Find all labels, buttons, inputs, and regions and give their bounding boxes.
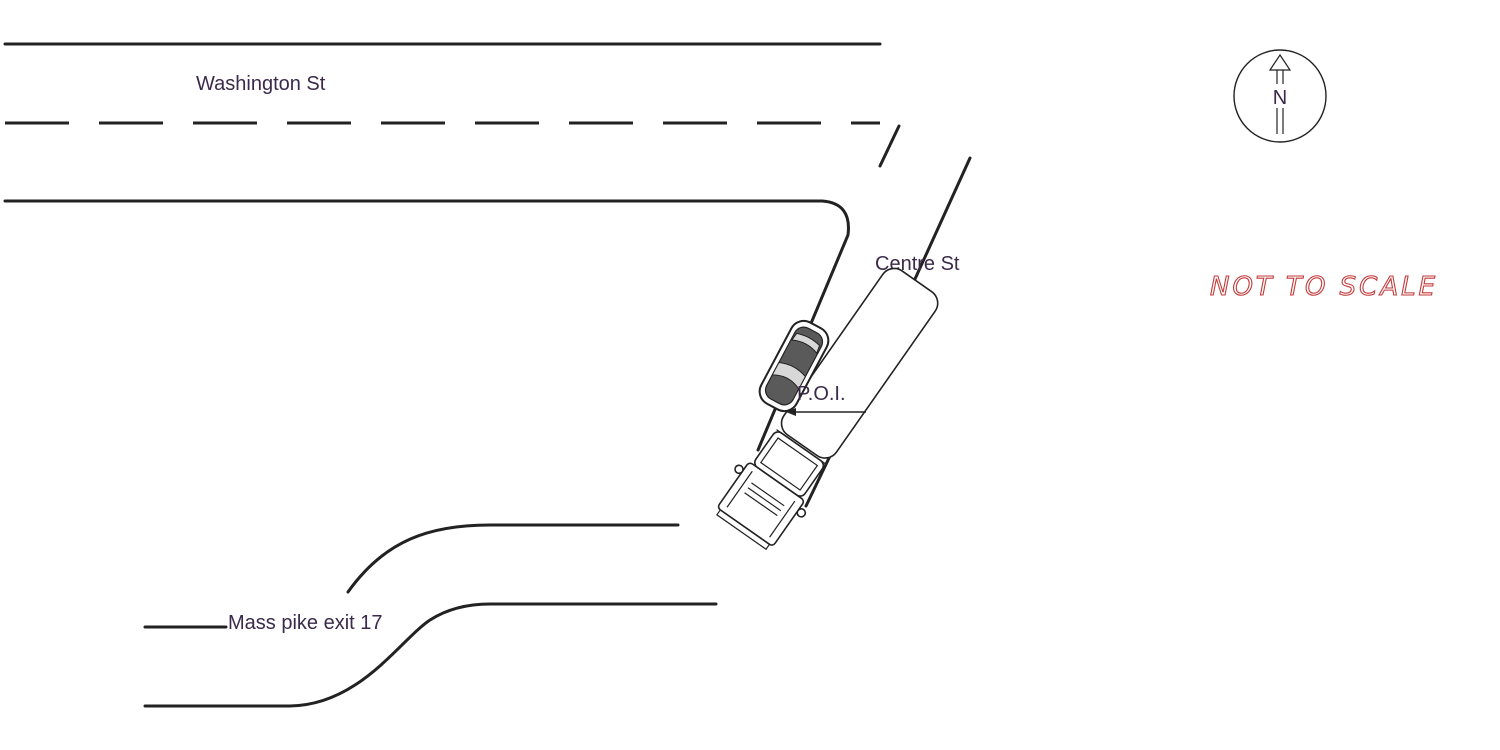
washington-south-curb bbox=[3, 199, 850, 452]
truck-cab-roof bbox=[759, 437, 819, 491]
truck-hood-line bbox=[726, 470, 753, 508]
washington-street-label: Washington St bbox=[196, 73, 326, 95]
not-to-scale-label: NOT TO SCALE bbox=[1210, 272, 1438, 302]
north-arrow-head bbox=[1268, 53, 1292, 71]
truck-hood-line bbox=[769, 500, 796, 538]
washington-street: Washington St bbox=[3, 42, 882, 452]
truck-icon bbox=[716, 267, 939, 551]
mass-pike-label: Mass pike exit 17 bbox=[228, 612, 383, 634]
car-rear-window bbox=[791, 332, 821, 355]
ramp-upper-curb bbox=[346, 523, 680, 594]
truck-hitch bbox=[776, 429, 827, 465]
truck-bumper bbox=[716, 509, 771, 551]
north-arrow-circle bbox=[1233, 49, 1327, 143]
ramp-lower-curb bbox=[143, 602, 718, 708]
truck-grille bbox=[751, 482, 785, 507]
poi-arrowhead bbox=[786, 408, 796, 416]
truck-mirror bbox=[796, 508, 807, 518]
truck-mirror bbox=[734, 464, 744, 475]
truck-grille bbox=[747, 487, 782, 512]
car-windshield bbox=[771, 361, 806, 390]
centre-east-edge-top bbox=[908, 156, 972, 292]
truck-grille bbox=[744, 492, 778, 517]
north-letter: N bbox=[1273, 87, 1287, 109]
north-arrow-icon: N bbox=[1233, 49, 1327, 143]
poi-marker: P.O.I. bbox=[786, 383, 866, 416]
truck-trailer bbox=[780, 267, 939, 459]
car-icon bbox=[758, 319, 830, 413]
car-roof bbox=[764, 326, 824, 406]
centre-east-edge-bottom bbox=[804, 454, 832, 508]
centre-west-edge-top bbox=[878, 124, 901, 168]
mass-pike-ramp: Mass pike exit 17 bbox=[143, 523, 718, 708]
poi-label: P.O.I. bbox=[797, 383, 846, 405]
